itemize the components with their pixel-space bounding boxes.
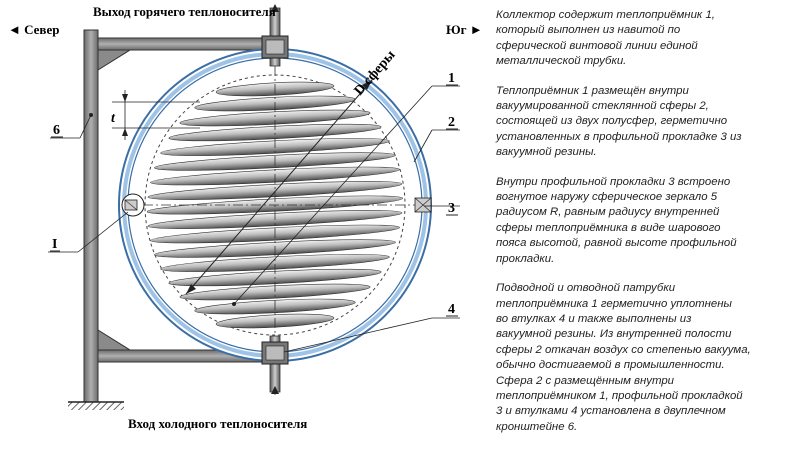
hot-outlet-label: Выход горячего теплоносителя <box>93 4 276 19</box>
callout-2: 2 <box>448 115 455 130</box>
leader-dot-1 <box>232 302 236 306</box>
description-paragraph-2: Теплоприёмник 1 размещён внутри вакуумир… <box>496 84 742 159</box>
callout-4: 4 <box>448 302 455 317</box>
bracket-post <box>83 29 99 403</box>
pitch-label: t <box>111 111 116 126</box>
leader-dot-6 <box>89 113 93 117</box>
description-paragraph-1: Коллектор содержит теплоприёмник 1, кото… <box>496 9 715 68</box>
bracket-gusset-bottom <box>97 329 132 351</box>
pitch-dimension <box>112 90 200 140</box>
ground-hatch <box>68 402 124 410</box>
description-paragraph-4: Подводной и отводной патрубки теплоприём… <box>496 282 751 433</box>
bottom-pipe <box>261 335 289 394</box>
bracket-gusset-top <box>97 49 132 71</box>
callout-I: I <box>52 237 57 252</box>
diameter-arrow <box>185 79 373 295</box>
top-pipe <box>261 4 289 67</box>
north-label: ◄ Север <box>8 22 59 37</box>
solar-collector-diagram: D сферы t <box>8 4 483 431</box>
gasket-left <box>121 193 145 217</box>
gasket-right <box>414 197 432 213</box>
bracket-arm-top <box>97 37 267 51</box>
description-panel: Коллектор содержит теплоприёмник 1, кото… <box>496 8 778 449</box>
cold-inlet-label: Вход холодного теплоносителя <box>128 416 307 431</box>
leader-lines <box>48 85 460 353</box>
callout-3: 3 <box>448 201 455 216</box>
callout-6: 6 <box>53 123 60 138</box>
description-paragraph-3: Внутри профильной прокладки 3 встроено в… <box>496 175 737 265</box>
south-label: Юг ► <box>446 22 483 37</box>
callout-1: 1 <box>448 71 455 86</box>
